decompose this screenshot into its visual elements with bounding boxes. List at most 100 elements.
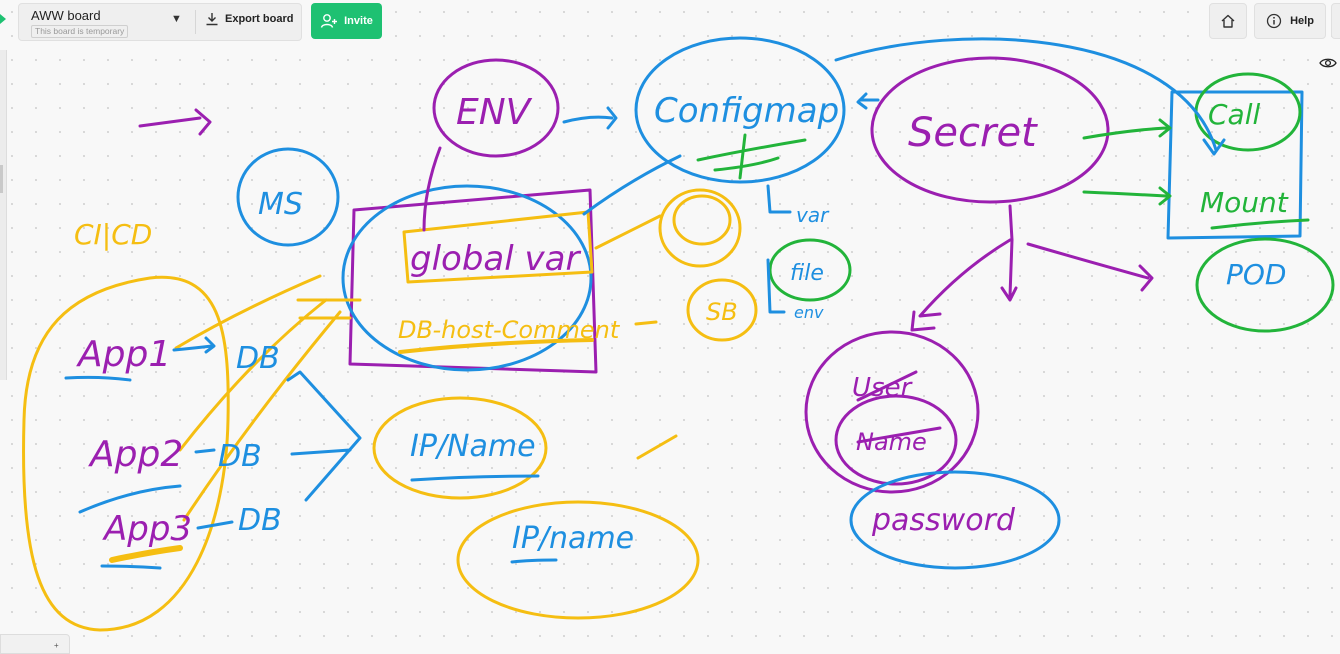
- right-edge-button[interactable]: [1331, 3, 1340, 39]
- apps-group-loop: [22, 275, 230, 632]
- invite-button[interactable]: Invite: [311, 3, 382, 39]
- arrow-env-global: [422, 146, 442, 232]
- db-host-label: DB-host-Comment: [398, 316, 621, 344]
- mount-underline: [1210, 218, 1310, 230]
- home-button[interactable]: [1209, 3, 1247, 39]
- global-var-highlight: [402, 210, 594, 284]
- yellow-circle-inner: [672, 194, 732, 246]
- db3-label: DB: [238, 503, 282, 538]
- pod-label: POD: [1226, 258, 1286, 291]
- var-label: var: [796, 203, 830, 227]
- arrow-app3-db: [196, 520, 234, 530]
- info-icon: [1266, 13, 1282, 29]
- board-name[interactable]: AWW board: [31, 8, 101, 23]
- password-label: password: [871, 503, 1016, 538]
- add-user-icon: [320, 14, 338, 28]
- db1-label: DB: [236, 341, 280, 376]
- ip-name-1-label: IP/Name: [410, 429, 536, 464]
- help-button[interactable]: Help: [1254, 3, 1326, 39]
- arrow-configmap-call: [834, 37, 1226, 156]
- call-mount-box: [1166, 90, 1304, 240]
- user-circle: [804, 330, 980, 494]
- chevron-down-icon[interactable]: ▼: [171, 13, 182, 25]
- ip-name-1-underline: [410, 474, 540, 482]
- app1-label: App1: [76, 334, 171, 375]
- download-icon: [206, 13, 218, 26]
- collapse-arrow-icon[interactable]: [0, 14, 6, 24]
- configmap-underline: [696, 133, 807, 180]
- board-toolbar: AWW board This board is temporary ▼ Expo…: [18, 3, 302, 41]
- home-icon: [1221, 14, 1235, 28]
- arrow-apps-global-2: [178, 298, 328, 452]
- var-bracket: [766, 184, 792, 314]
- arrow-secret-pod: [1026, 242, 1154, 292]
- call-label: Call: [1208, 98, 1260, 131]
- arrow-apps-global-1: [174, 274, 322, 350]
- export-board-button[interactable]: Export board: [205, 12, 293, 26]
- ip-name-2-circle: [456, 500, 700, 620]
- toolbar-divider: [195, 10, 196, 34]
- arrow-secret-user: [1000, 204, 1018, 302]
- arrow-apps-global-3: [182, 310, 342, 522]
- configmap-circle: [634, 36, 846, 184]
- secret-label: Secret: [908, 110, 1038, 156]
- app3-label: App3: [102, 509, 192, 549]
- arrow-env-configmap: [562, 106, 618, 130]
- app2-label: App2: [88, 434, 183, 475]
- env-circle: [432, 58, 560, 158]
- yellow-circle: [658, 188, 742, 268]
- ms-label: MS: [258, 187, 303, 222]
- name-label: Name: [856, 428, 927, 456]
- file-circle: [768, 238, 852, 302]
- cicd-label: CI|CD: [74, 218, 152, 251]
- rail-handle[interactable]: [0, 165, 3, 193]
- arrow-configmap-global: [582, 154, 682, 216]
- arrow-secret-configmap: [856, 92, 880, 110]
- help-label: Help: [1290, 15, 1314, 27]
- pod-circle: [1195, 237, 1335, 333]
- arrow-secret-call: [1082, 118, 1172, 140]
- arrow-secret-mount: [1082, 186, 1172, 206]
- app3-underline: [100, 564, 162, 570]
- arrow-left-top: [138, 108, 212, 136]
- arrow-app2-db: [194, 448, 216, 454]
- env-short-label: env: [794, 303, 824, 322]
- global-var-circle: [341, 184, 593, 372]
- password-circle: [849, 470, 1061, 570]
- secret-circle: [870, 56, 1110, 204]
- app1-underline: [64, 375, 132, 382]
- eye-icon[interactable]: [1319, 56, 1337, 70]
- arrow-apps-global-4: [296, 298, 362, 320]
- arrow-yellow-global: [594, 214, 662, 250]
- file-label: file: [790, 261, 824, 286]
- user-label: User: [852, 373, 914, 403]
- board-status-badge: This board is temporary: [31, 25, 129, 38]
- arrow-secret-user-left: [910, 238, 1012, 332]
- global-var-label: global var: [410, 239, 581, 279]
- user-strike: [856, 370, 918, 402]
- invite-label: Invite: [344, 15, 373, 27]
- env-label: ENV: [456, 92, 533, 133]
- ip-name-1-circle: [372, 396, 548, 500]
- yellow-dash-2: [634, 320, 658, 326]
- arrow-db-ip: [286, 370, 362, 502]
- configmap-label: Configmap: [654, 91, 839, 131]
- mount-label: Mount: [1200, 186, 1289, 219]
- db-host-underline: [398, 338, 594, 354]
- ms-circle: [236, 147, 340, 247]
- ip-name-2-label: IP/name: [512, 521, 634, 556]
- yellow-dash: [636, 434, 678, 460]
- db2-label: DB: [218, 439, 262, 474]
- sb-label: SB: [706, 298, 738, 326]
- name-strike: [856, 426, 942, 444]
- plus-icon[interactable]: +: [54, 641, 59, 650]
- sb-circle: [686, 278, 758, 342]
- bottom-panel-tab[interactable]: +: [0, 634, 70, 654]
- left-tool-rail[interactable]: [0, 50, 7, 380]
- name-circle: [834, 394, 958, 486]
- app3-highlight: [109, 545, 183, 563]
- app2-underline: [78, 484, 182, 514]
- export-board-label: Export board: [225, 13, 294, 25]
- ip-name-2-underline: [510, 558, 558, 564]
